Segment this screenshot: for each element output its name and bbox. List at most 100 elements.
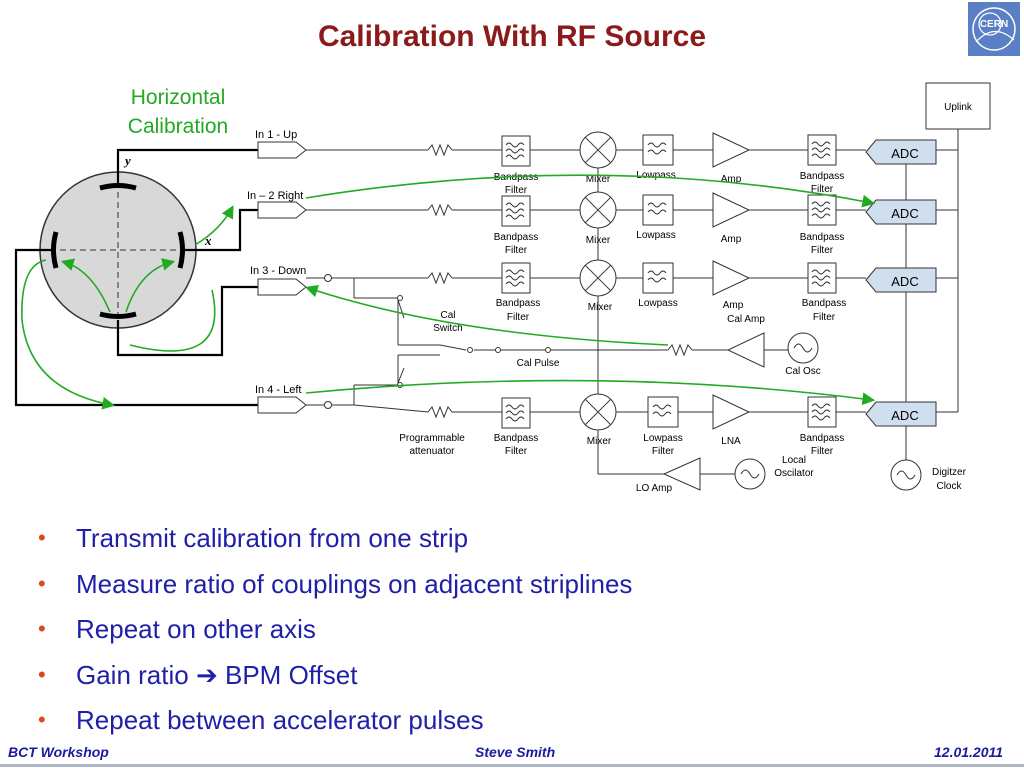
attenuator-icon xyxy=(427,406,453,418)
lo-amp-icon xyxy=(662,457,701,491)
bullet-item: •Measure ratio of couplings on adjacent … xyxy=(38,566,632,612)
cern-logo: CERN xyxy=(968,2,1020,56)
input-label: In 4 - Left xyxy=(255,384,301,396)
footer-divider xyxy=(0,764,1024,767)
bpm-calibration-diagram: Horizontal Calibration y x xyxy=(14,82,991,494)
block-label: Filter xyxy=(811,245,834,256)
axis-x-label: x xyxy=(204,233,212,248)
bandpass-filter-icon xyxy=(807,134,837,166)
amplifier-icon xyxy=(712,394,750,430)
adc-label: ADC xyxy=(891,206,918,221)
cal-oscillator-icon xyxy=(787,332,819,364)
local-oscillator-icon xyxy=(734,458,766,490)
block-label: Lowpass xyxy=(643,433,682,444)
amplifier-icon xyxy=(712,260,750,296)
section-label: Calibration xyxy=(128,115,228,138)
lowpass-filter-icon xyxy=(642,262,674,294)
footer-left: BCT Workshop xyxy=(8,744,109,760)
block-label: Mixer xyxy=(586,235,611,246)
attenuator-icon xyxy=(427,204,453,216)
adc-label: ADC xyxy=(891,146,918,161)
svg-text:CERN: CERN xyxy=(980,19,1008,30)
block-label: LO Amp xyxy=(636,483,673,494)
bullet-item: •Repeat on other axis xyxy=(38,611,632,657)
block-label: Bandpass xyxy=(494,433,538,444)
block-label: Lowpass xyxy=(638,298,677,309)
amplifier-icon xyxy=(712,132,750,168)
block-label: Bandpass xyxy=(800,232,844,243)
block-label: Switch xyxy=(433,323,462,334)
block-label: Filter xyxy=(505,446,528,457)
block-label: Oscilator xyxy=(774,468,814,479)
footer-date: 12.01.2011 xyxy=(934,744,1004,760)
block-label: Mixer xyxy=(588,302,613,313)
lowpass-filter-icon xyxy=(642,194,674,226)
bandpass-filter-icon xyxy=(807,194,837,226)
bullet-marker: • xyxy=(38,616,46,641)
mixer-icon xyxy=(579,259,617,297)
block-label: Amp xyxy=(721,234,742,245)
amplifier-icon xyxy=(712,192,750,228)
bandpass-filter-icon xyxy=(501,262,531,294)
digitizer-clock-icon xyxy=(890,459,922,491)
bullet-marker: • xyxy=(38,707,46,732)
bandpass-filter-icon xyxy=(807,396,837,428)
bandpass-filter-icon xyxy=(501,195,531,227)
bullet-list: •Transmit calibration from one strip •Me… xyxy=(38,520,632,748)
block-label: Cal Amp xyxy=(727,314,765,325)
attenuator-icon xyxy=(427,272,453,284)
block-label: Cal Osc xyxy=(785,366,821,377)
block-label: Cal Pulse xyxy=(517,358,560,369)
bpm-pickup: y x xyxy=(39,153,212,330)
mixer-icon xyxy=(579,191,617,229)
bullet-item: •Transmit calibration from one strip xyxy=(38,520,632,566)
prog-att-label: attenuator xyxy=(409,446,455,457)
block-label: Digitzer xyxy=(932,467,967,478)
cal-amp-icon xyxy=(726,332,765,368)
block-label: Filter xyxy=(505,245,528,256)
input-connector xyxy=(257,141,307,159)
footer-center: Steve Smith xyxy=(475,744,556,760)
attenuator-icon xyxy=(667,344,693,356)
block-label: Bandpass xyxy=(802,298,846,309)
lowpass-filter-icon xyxy=(647,396,679,428)
block-label: Bandpass xyxy=(496,298,540,309)
block-label: Amp xyxy=(723,300,744,311)
block-label: Filter xyxy=(507,312,530,323)
adc-label: ADC xyxy=(891,274,918,289)
block-label: Filter xyxy=(811,184,834,195)
bandpass-filter-icon xyxy=(501,397,531,429)
uplink-label: Uplink xyxy=(944,102,973,113)
block-label: Mixer xyxy=(587,436,612,447)
signal-wiring xyxy=(306,129,959,475)
block-label: Bandpass xyxy=(494,172,538,183)
input-label: In – 2 Right xyxy=(247,190,303,202)
block-label: Cal xyxy=(440,310,455,321)
block-label: Filter xyxy=(811,446,834,457)
block-label: Bandpass xyxy=(800,433,844,444)
block-label: Amp xyxy=(721,174,742,185)
block-label: Mixer xyxy=(586,174,611,185)
lowpass-filter-icon xyxy=(642,134,674,166)
slide-title: Calibration With RF Source xyxy=(317,20,707,53)
block-label: LNA xyxy=(721,436,741,447)
input-connector xyxy=(257,201,307,219)
section-label: Horizontal xyxy=(131,86,226,109)
block-label: Bandpass xyxy=(494,232,538,243)
bandpass-filter-icon xyxy=(501,135,531,167)
block-label: Filter xyxy=(813,312,836,323)
bullet-marker: • xyxy=(38,661,46,687)
pickup-cables xyxy=(14,148,258,407)
prog-att-label: Programmable xyxy=(399,433,465,444)
calibration-signal-arrows xyxy=(21,174,876,410)
block-label: Bandpass xyxy=(800,171,844,182)
adc-label: ADC xyxy=(891,408,918,423)
mixer-icon xyxy=(579,393,617,431)
input-connector xyxy=(257,396,307,414)
bullet-marker: • xyxy=(38,570,46,596)
bullet-item: •Gain ratio ➔ BPM Offset xyxy=(38,657,632,703)
input-label: In 1 - Up xyxy=(255,129,297,141)
bullet-item: •Repeat between accelerator pulses xyxy=(38,702,632,748)
axis-y-label: y xyxy=(123,153,131,168)
block-label: Lowpass xyxy=(636,170,675,181)
